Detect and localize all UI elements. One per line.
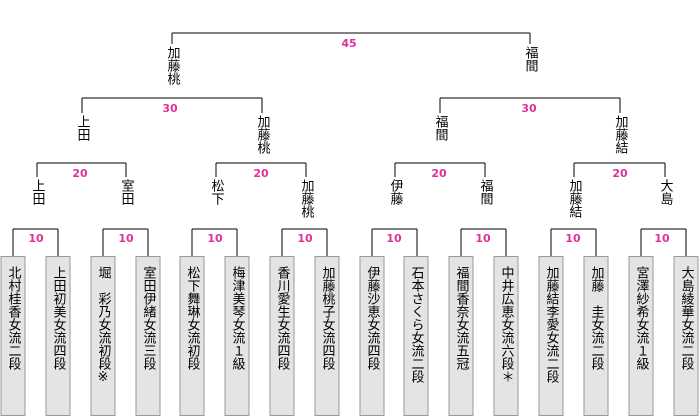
round1-score-7: 10 — [565, 232, 581, 245]
quarterfinal-winner-5: 伊藤 — [387, 179, 403, 205]
player-11: 福間香奈女流五冠 — [448, 256, 474, 416]
round1-score-8: 10 — [654, 232, 670, 245]
player-3: 堀 彩乃女流初段※ — [90, 256, 116, 416]
semifinal-score-1: 30 — [162, 102, 178, 115]
semifinal-winner-2: 加藤桃 — [254, 115, 270, 154]
quarterfinal-winner-8: 大島 — [657, 179, 673, 205]
player-13: 加藤結李愛女流二段 — [538, 256, 564, 416]
semifinal-winner-3: 福間 — [432, 115, 448, 141]
quarterfinal-winner-4: 加藤桃 — [298, 179, 314, 218]
round1-score-2: 10 — [118, 232, 134, 245]
round1-score-6: 10 — [475, 232, 491, 245]
player-8: 加藤桃子女流四段 — [314, 256, 340, 416]
player-7: 香川愛生女流四段 — [269, 256, 295, 416]
player-14: 加藤 圭女流二段 — [583, 256, 609, 416]
quarterfinal-winner-6: 福間 — [477, 179, 493, 205]
quarterfinal-score-3: 20 — [431, 167, 447, 180]
round1-score-4: 10 — [297, 232, 313, 245]
quarterfinal-score-2: 20 — [253, 167, 269, 180]
final-score: 45 — [341, 37, 357, 50]
quarterfinal-score-4: 20 — [612, 167, 628, 180]
player-10: 石本さくら女流二段 — [403, 256, 429, 416]
quarterfinal-winner-2: 室田 — [118, 179, 134, 205]
round1-score-5: 10 — [386, 232, 402, 245]
final-finalist-1: 加藤桃 — [164, 46, 180, 85]
semifinal-score-2: 30 — [521, 102, 537, 115]
player-15: 宮澤紗希女流１級 — [628, 256, 654, 416]
player-12: 中井広恵女流六段＊ — [493, 256, 519, 416]
player-5: 松下舞琳女流初段 — [179, 256, 205, 416]
quarterfinal-winner-1: 上田 — [29, 179, 45, 205]
player-2: 上田初美女流四段 — [45, 256, 71, 416]
quarterfinal-winner-3: 松下 — [208, 179, 224, 205]
player-4: 室田伊緒女流三段 — [135, 256, 161, 416]
quarterfinal-winner-7: 加藤結 — [566, 179, 582, 218]
player-9: 伊藤沙恵女流四段 — [359, 256, 385, 416]
round1-score-3: 10 — [207, 232, 223, 245]
player-16: 大島綾華女流二段 — [673, 256, 699, 416]
semifinal-winner-1: 上田 — [74, 115, 90, 141]
player-1: 北村桂香女流二段 — [0, 256, 26, 416]
semifinal-winner-4: 加藤結 — [612, 115, 628, 154]
player-6: 梅津美琴女流１級 — [224, 256, 250, 416]
quarterfinal-score-1: 20 — [72, 167, 88, 180]
round1-score-1: 10 — [28, 232, 44, 245]
final-finalist-2: 福間 — [522, 46, 538, 72]
